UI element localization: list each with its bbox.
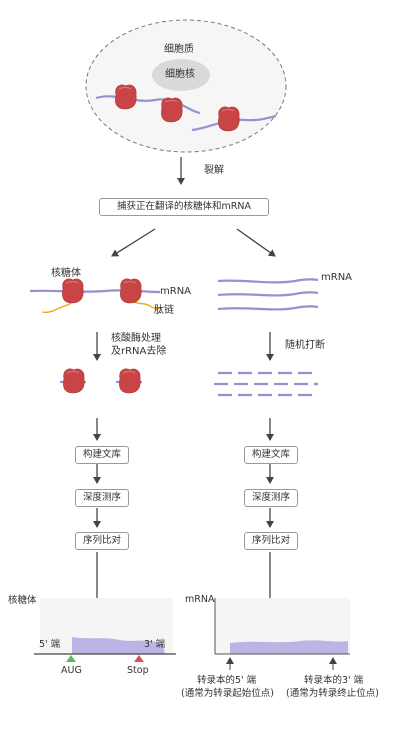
cell-mrna-1 <box>95 95 201 115</box>
ribosome-label: 核糖体 <box>51 268 81 279</box>
five-prime-note-line-2: (通常为转录起始位点) <box>181 688 274 699</box>
left-alignment-box: 序列比对 <box>75 532 129 550</box>
right-plot-y-label: mRNA <box>185 594 215 605</box>
five-prime-label: 5' 端 <box>39 639 61 650</box>
right-mrna-strand-3 <box>217 305 319 311</box>
cell-ribosome-2 <box>160 97 183 123</box>
lysis-label: 裂解 <box>204 165 224 176</box>
fragmented-mrna <box>214 371 318 397</box>
left-plot-y-label: 核糖体 <box>8 595 37 606</box>
left-mrna-strand <box>29 289 161 294</box>
capture-step-box: 捕获正在翻译的核糖体和mRNA <box>99 198 269 216</box>
aug-marker <box>66 655 76 662</box>
cell-ribosome-3 <box>217 106 240 132</box>
right-mrna-strand-1 <box>217 278 319 284</box>
right-build-library-box: 构建文库 <box>244 446 298 464</box>
left-mrna-label: mRNA <box>160 286 192 297</box>
stop-marker <box>134 655 144 662</box>
right-deep-sequencing-box: 深度测序 <box>244 489 298 507</box>
left-branch-arrow <box>111 228 156 257</box>
aug-label: AUG <box>61 665 82 676</box>
right-alignment-box: 序列比对 <box>244 532 298 550</box>
nuclease-label-line-2: 及rRNA去除 <box>111 346 167 357</box>
footprint-ribosome-2 <box>118 368 141 394</box>
left-ribosome-1 <box>61 278 84 304</box>
right-branch-arrow <box>236 228 276 257</box>
five-prime-note-line-1: 转录本的5' 端 <box>197 675 257 686</box>
ribosome-coverage <box>72 637 165 654</box>
stop-label: Stop <box>127 665 149 676</box>
three-prime-label: 3' 端 <box>144 639 166 650</box>
three-prime-note-line-1: 转录本的3' 端 <box>304 675 364 686</box>
peptide-chain-1 <box>41 299 75 314</box>
cytoplasm-label: 细胞质 <box>164 44 194 55</box>
cell-ribosome-1 <box>114 84 137 110</box>
peptide-label: 肽链 <box>154 305 174 316</box>
left-ribosome-2 <box>119 278 142 304</box>
nucleus <box>152 59 210 91</box>
peptide-chain-2 <box>131 300 162 310</box>
three-prime-note-line-2: (通常为转录终止位点) <box>286 688 379 699</box>
mrna-coverage <box>230 640 348 654</box>
footprint-ribosome-1 <box>62 368 85 394</box>
left-deep-sequencing-box: 深度测序 <box>75 489 129 507</box>
random-break-label: 随机打断 <box>285 340 325 351</box>
nuclease-label-line-1: 核酸酶处理 <box>111 333 161 344</box>
nucleus-label: 细胞核 <box>165 69 195 80</box>
cell-mrna-2 <box>191 114 277 132</box>
right-mrna-label: mRNA <box>321 272 353 283</box>
right-mrna-strand-2 <box>217 291 319 297</box>
left-build-library-box: 构建文库 <box>75 446 129 464</box>
